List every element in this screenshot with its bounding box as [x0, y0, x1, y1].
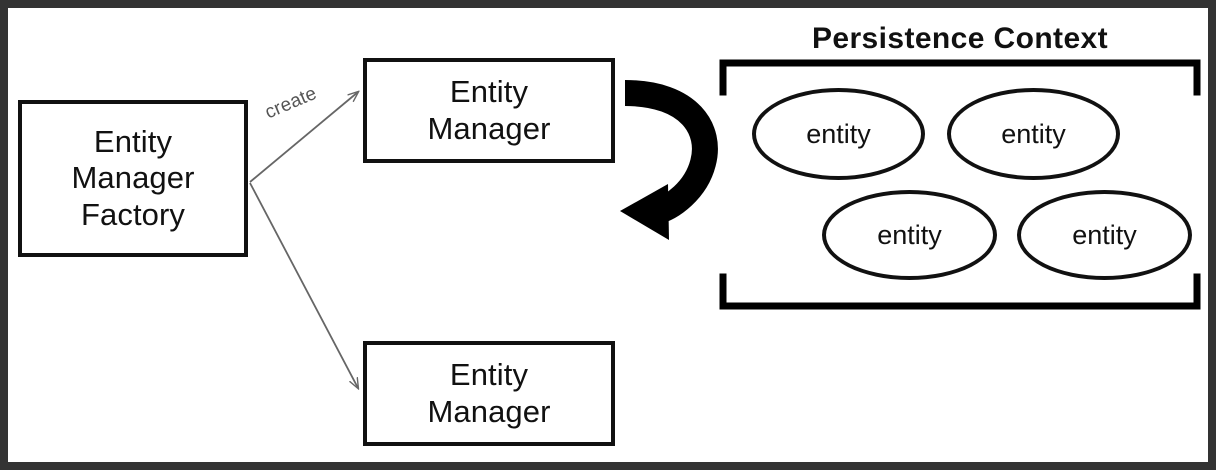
- entity-manager-box-bottom[interactable]: Entity Manager: [363, 341, 615, 446]
- entity-ellipse[interactable]: entity: [1017, 190, 1192, 280]
- entity-manager-bottom-label: Entity Manager: [427, 356, 551, 429]
- entity-manager-factory-box[interactable]: Entity Manager Factory: [18, 100, 248, 257]
- entity-label: entity: [806, 118, 871, 149]
- entity-ellipse[interactable]: entity: [822, 190, 997, 280]
- edge-create-bottom: [249, 182, 358, 388]
- entity-manager-factory-label: Entity Manager Factory: [71, 123, 195, 232]
- entity-label: entity: [1001, 118, 1066, 149]
- entity-ellipse[interactable]: entity: [752, 88, 925, 180]
- manages-curved-arrow: [620, 80, 718, 240]
- entity-manager-box-top[interactable]: Entity Manager: [363, 58, 615, 163]
- persistence-context-title: Persistence Context: [811, 22, 1109, 55]
- persistence-context-bracket: [719, 59, 1201, 310]
- edge-create-top: [249, 92, 358, 183]
- entity-label: entity: [1072, 219, 1137, 250]
- entity-manager-top-label: Entity Manager: [427, 73, 551, 146]
- entity-ellipse[interactable]: entity: [947, 88, 1120, 180]
- entity-label: entity: [877, 219, 942, 250]
